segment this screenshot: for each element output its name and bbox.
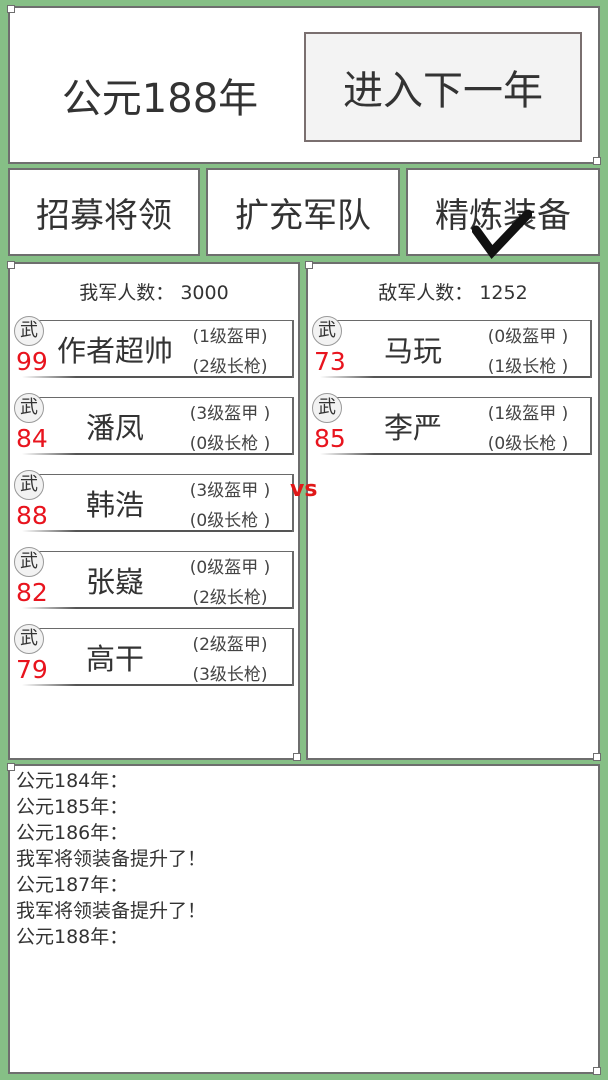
force-value: 79 — [16, 655, 48, 684]
card-frame — [320, 320, 592, 378]
expand-army-button[interactable]: 扩充军队 — [206, 168, 400, 256]
general-name: 李严 — [383, 411, 442, 445]
general-name: 高干 — [85, 642, 144, 676]
general-card[interactable]: 武 79 高干 (2级盔甲) (3级长枪) — [12, 624, 294, 688]
year-header-panel: 公元188年 进入下一年 — [7, 5, 601, 165]
spear-level: (2级长枪) — [192, 357, 268, 377]
log-line: 公元188年： — [16, 926, 129, 948]
martial-badge-icon: 武 — [14, 547, 44, 577]
martial-badge-icon: 武 — [14, 470, 44, 500]
event-log-panel[interactable]: 公元184年： 公元185年： 公元186年： 我军将领装备提升了！ 公元187… — [7, 763, 601, 1075]
general-name: 张嶷 — [85, 565, 144, 599]
armor-level: (0级盔甲 ) — [189, 558, 271, 578]
armor-level: (3级盔甲 ) — [189, 481, 271, 501]
event-log-lines: 公元184年： 公元185年： 公元186年： 我军将领装备提升了！ 公元187… — [16, 768, 206, 950]
spear-level: (1级长枪 ) — [487, 357, 569, 377]
force-value: 84 — [16, 424, 48, 453]
log-line: 公元184年： — [16, 770, 129, 792]
spear-level: (2级长枪) — [192, 588, 268, 608]
spear-level: (0级长枪 ) — [189, 511, 271, 531]
card-frame — [22, 320, 294, 378]
armor-level: (1级盔甲 ) — [487, 404, 569, 424]
enemy-army-count: 敌军人数： 1252 — [378, 282, 528, 304]
card-frame — [320, 397, 592, 455]
log-line: 我军将领装备提升了！ — [16, 848, 207, 870]
log-line: 公元187年： — [16, 874, 129, 896]
my-army-panel: 我军人数： 3000 武 99 作者超帅 (1级盔甲) (2级长枪) 武 84 … — [7, 261, 301, 761]
card-frame — [22, 397, 294, 455]
enemy-general-card[interactable]: 武 73 马玩 (0级盔甲 ) (1级长枪 ) — [310, 316, 592, 380]
armor-level: (1级盔甲) — [192, 327, 268, 347]
general-card[interactable]: 武 99 作者超帅 (1级盔甲) (2级长枪) — [12, 316, 294, 380]
card-frame — [22, 628, 294, 686]
general-card[interactable]: 武 82 张嶷 (0级盔甲 ) (2级长枪) — [12, 547, 294, 611]
spear-level: (3级长枪) — [192, 665, 268, 685]
general-name: 潘凤 — [85, 411, 144, 445]
spear-level: (0级长枪 ) — [487, 434, 569, 454]
general-card[interactable]: 武 84 潘凤 (3级盔甲 ) (0级长枪 ) — [12, 393, 294, 457]
martial-badge-icon: 武 — [14, 393, 44, 423]
current-year-label: 公元188年 — [61, 76, 259, 122]
force-value: 99 — [16, 347, 48, 376]
general-card[interactable]: 武 88 韩浩 (3级盔甲 ) (0级长枪 ) — [12, 470, 294, 534]
card-frame — [22, 551, 294, 609]
armor-level: (2级盔甲) — [192, 635, 268, 655]
enemy-general-card[interactable]: 武 85 李严 (1级盔甲 ) (0级长枪 ) — [310, 393, 592, 457]
general-name: 作者超帅 — [56, 334, 173, 368]
checkmark-icon — [472, 209, 532, 260]
next-year-button[interactable]: 进入下一年 — [304, 32, 582, 142]
spear-level: (0级长枪 ) — [189, 434, 271, 454]
versus-label: vs — [290, 477, 318, 502]
card-frame — [22, 474, 294, 532]
armor-level: (0级盔甲 ) — [487, 327, 569, 347]
general-name: 马玩 — [383, 334, 442, 368]
force-value: 88 — [16, 501, 48, 530]
martial-badge-icon: 武 — [14, 316, 44, 346]
force-value: 85 — [314, 424, 346, 453]
martial-badge-icon: 武 — [14, 624, 44, 654]
log-line: 公元185年： — [16, 796, 129, 818]
log-line: 公元186年： — [16, 822, 129, 844]
recruit-generals-button[interactable]: 招募将领 — [8, 168, 200, 256]
enemy-army-panel: 敌军人数： 1252 武 73 马玩 (0级盔甲 ) (1级长枪 ) 武 85 … — [305, 261, 601, 761]
martial-badge-icon: 武 — [312, 316, 342, 346]
martial-badge-icon: 武 — [312, 393, 342, 423]
force-value: 73 — [314, 347, 346, 376]
general-name: 韩浩 — [85, 488, 144, 522]
armor-level: (3级盔甲 ) — [189, 404, 271, 424]
log-line: 我军将领装备提升了！ — [16, 900, 207, 922]
my-army-count: 我军人数： 3000 — [79, 282, 229, 304]
force-value: 82 — [16, 578, 48, 607]
